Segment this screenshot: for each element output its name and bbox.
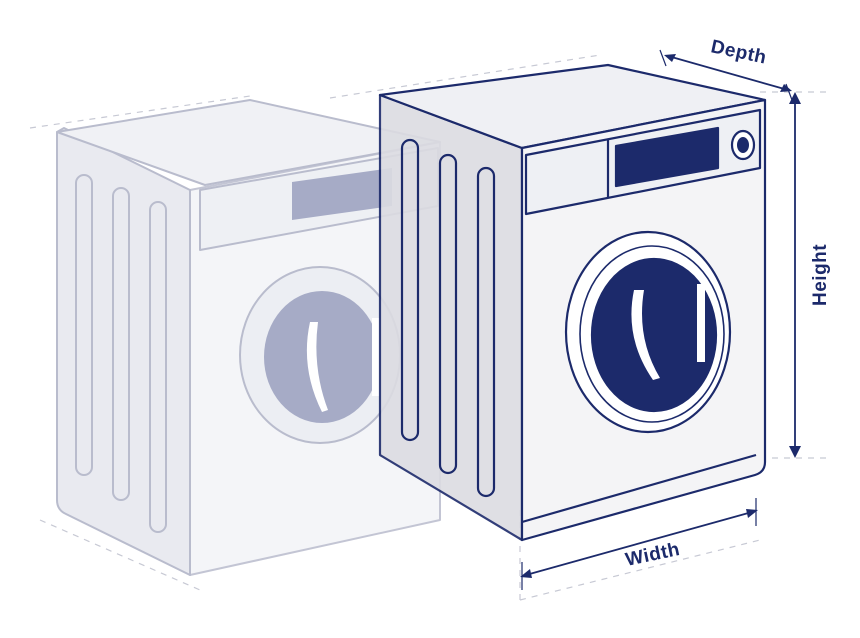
width-label: Width <box>624 539 682 571</box>
main-vent-slot <box>438 153 458 475</box>
height-arrow <box>789 92 801 458</box>
main-door-handle <box>631 290 660 380</box>
depth-arrow <box>659 49 793 101</box>
depth-label: Depth <box>709 36 768 68</box>
main-washing-machine <box>378 63 767 542</box>
ghost-washing-machine <box>56 99 441 576</box>
width-arrow <box>520 498 758 590</box>
main-control-knob-center <box>737 137 749 153</box>
main-display <box>614 126 720 188</box>
main-vent-slot <box>400 138 420 442</box>
main-door-inner-ring <box>579 245 725 423</box>
ghost-vent-slot <box>75 174 93 476</box>
ghost-vent-slot <box>149 201 167 533</box>
main-door-hinge <box>697 284 705 362</box>
ghost-display <box>292 167 392 220</box>
ghost-door-glass <box>264 291 380 423</box>
dimension-arrows <box>520 49 801 590</box>
ghost-door-handle <box>306 322 328 412</box>
ghost-door-hinge <box>372 318 380 396</box>
main-vent-slot <box>476 166 496 498</box>
height-label: Height <box>810 244 831 306</box>
ghost-vent-slot <box>112 187 130 501</box>
main-door-glass <box>590 257 718 413</box>
main-plinth <box>521 453 757 524</box>
